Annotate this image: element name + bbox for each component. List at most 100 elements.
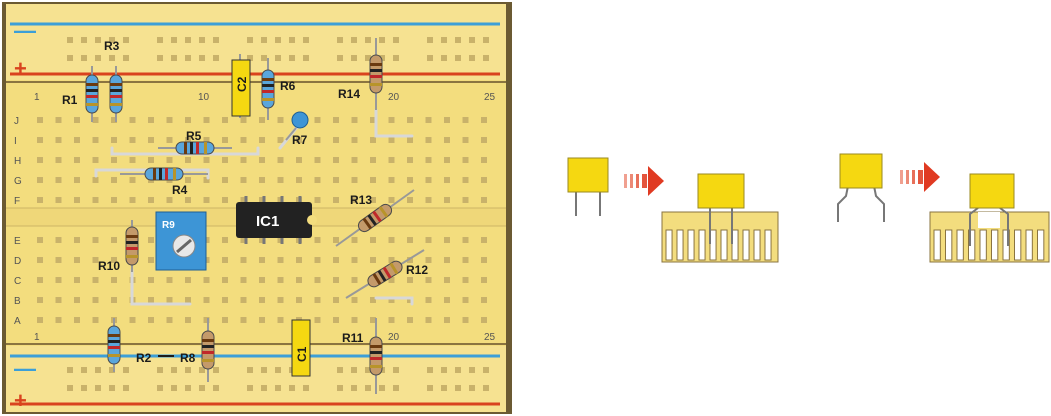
- rail-hole: [185, 367, 191, 373]
- col-number-1-bottom: 1: [34, 332, 40, 343]
- capacitor-insertion-detail-2: [838, 154, 1049, 262]
- hole: [407, 177, 413, 183]
- rail-hole: [81, 367, 87, 373]
- hole: [444, 117, 450, 123]
- r14-label: R14: [338, 87, 360, 101]
- hole: [74, 297, 80, 303]
- ic1-label: IC1: [256, 213, 279, 230]
- slot: [688, 230, 694, 260]
- hole: [222, 197, 228, 203]
- rail-hole: [379, 37, 385, 43]
- hole: [407, 317, 413, 323]
- hole: [74, 317, 80, 323]
- hole: [333, 137, 339, 143]
- col-number-25: 25: [484, 92, 496, 103]
- slot: [765, 230, 771, 260]
- hole: [241, 177, 247, 183]
- ic1-chip: IC1: [236, 196, 317, 244]
- rail-hole: [247, 367, 253, 373]
- hole: [241, 317, 247, 323]
- r9-label: R9: [162, 220, 175, 231]
- hole: [278, 157, 284, 163]
- hole: [185, 197, 191, 203]
- hole: [481, 117, 487, 123]
- hole: [111, 237, 117, 243]
- hole: [204, 197, 210, 203]
- hole: [241, 297, 247, 303]
- hole: [463, 117, 469, 123]
- hole: [315, 317, 321, 323]
- rail-hole: [123, 37, 129, 43]
- rail-hole: [213, 367, 219, 373]
- hole: [278, 297, 284, 303]
- rail-hole: [483, 385, 489, 391]
- hole: [444, 257, 450, 263]
- hole: [130, 197, 136, 203]
- hole: [463, 257, 469, 263]
- hole: [426, 117, 432, 123]
- hole: [167, 197, 173, 203]
- rail-hole: [441, 367, 447, 373]
- hole: [389, 317, 395, 323]
- hole: [389, 177, 395, 183]
- hole: [222, 177, 228, 183]
- rail-hole: [275, 55, 281, 61]
- rail-hole: [351, 55, 357, 61]
- rail-hole: [303, 385, 309, 391]
- rail-hole: [275, 367, 281, 373]
- hole: [278, 117, 284, 123]
- hole: [296, 257, 302, 263]
- hole: [407, 157, 413, 163]
- hole: [407, 137, 413, 143]
- hole: [444, 277, 450, 283]
- rail-hole: [171, 55, 177, 61]
- hole: [463, 277, 469, 283]
- col-number-20-bottom: 20: [388, 332, 400, 343]
- hole: [389, 157, 395, 163]
- rail-hole: [441, 37, 447, 43]
- hole: [241, 277, 247, 283]
- hole: [463, 177, 469, 183]
- rail-hole: [427, 55, 433, 61]
- hole: [167, 157, 173, 163]
- row-letter-i: I: [14, 136, 17, 147]
- hole: [148, 277, 154, 283]
- hole: [352, 157, 358, 163]
- hole: [315, 177, 321, 183]
- hole: [352, 177, 358, 183]
- hole: [333, 237, 339, 243]
- rail-hole: [351, 367, 357, 373]
- rail-hole: [275, 37, 281, 43]
- rail-hole: [289, 37, 295, 43]
- bottom-power-rail: — +: [6, 346, 506, 413]
- hole: [389, 197, 395, 203]
- hole: [352, 277, 358, 283]
- hole: [444, 317, 450, 323]
- hole: [333, 157, 339, 163]
- hole: [185, 297, 191, 303]
- hole: [111, 177, 117, 183]
- hole: [333, 317, 339, 323]
- hole: [93, 157, 99, 163]
- hole: [259, 117, 265, 123]
- hole: [481, 157, 487, 163]
- hole: [481, 317, 487, 323]
- hole: [315, 117, 321, 123]
- hole: [241, 157, 247, 163]
- hole: [204, 297, 210, 303]
- hole: [481, 197, 487, 203]
- hole: [74, 257, 80, 263]
- hole: [37, 257, 43, 263]
- insert-arrow-2: [900, 162, 940, 192]
- hole: [148, 317, 154, 323]
- slot: [1015, 230, 1021, 260]
- rail-hole: [393, 385, 399, 391]
- col-number-25-bottom: 25: [484, 332, 496, 343]
- rail-hole: [67, 385, 73, 391]
- hole: [56, 137, 62, 143]
- hole: [333, 197, 339, 203]
- rail-hole: [247, 385, 253, 391]
- hole: [74, 117, 80, 123]
- rail-hole: [455, 367, 461, 373]
- rail-hole: [289, 55, 295, 61]
